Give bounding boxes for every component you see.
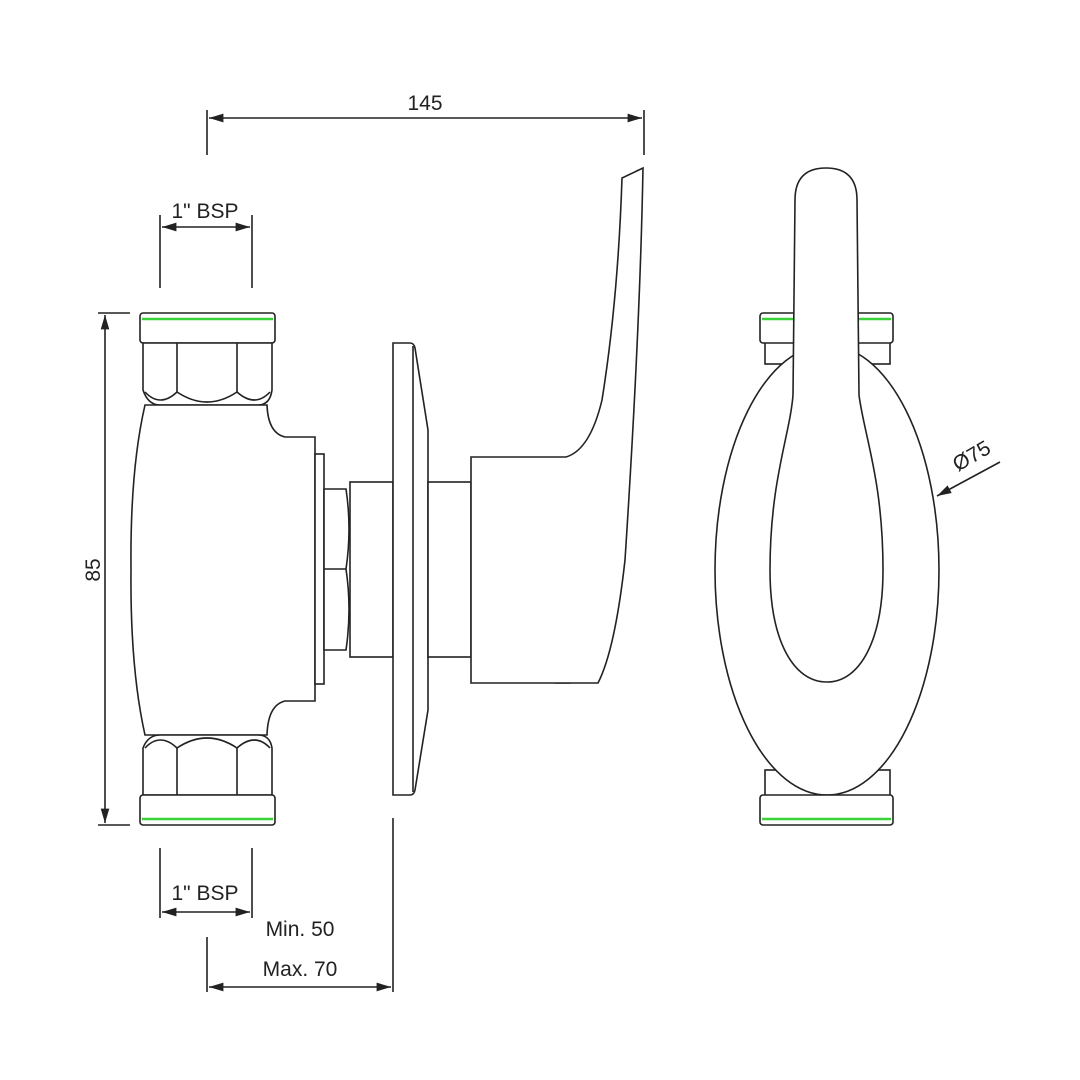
dimension-label-height: 85 [82,558,105,581]
valve-side-view [130,166,644,826]
dimension-height: 85 [82,312,130,826]
dimension-label-diameter: Ø75 [949,436,995,476]
valve-front-view [714,167,940,826]
dimension-wall-depth: Min. 50 Max. 70 [206,818,394,992]
dimension-inlet-bottom: 1" BSP [159,848,253,918]
dimension-overall-length: 145 [206,92,645,155]
dimension-label-inlet-top: 1" BSP [172,200,239,223]
dimension-label-inlet-bottom: 1" BSP [172,882,239,905]
dimension-label-wall-min: Min. 50 [266,918,335,941]
dimension-inlet-top: 1" BSP [159,200,253,288]
dimension-diameter: Ø75 [936,436,1001,497]
dimension-label-length: 145 [407,92,442,115]
dimension-label-wall-max: Max. 70 [263,958,338,981]
